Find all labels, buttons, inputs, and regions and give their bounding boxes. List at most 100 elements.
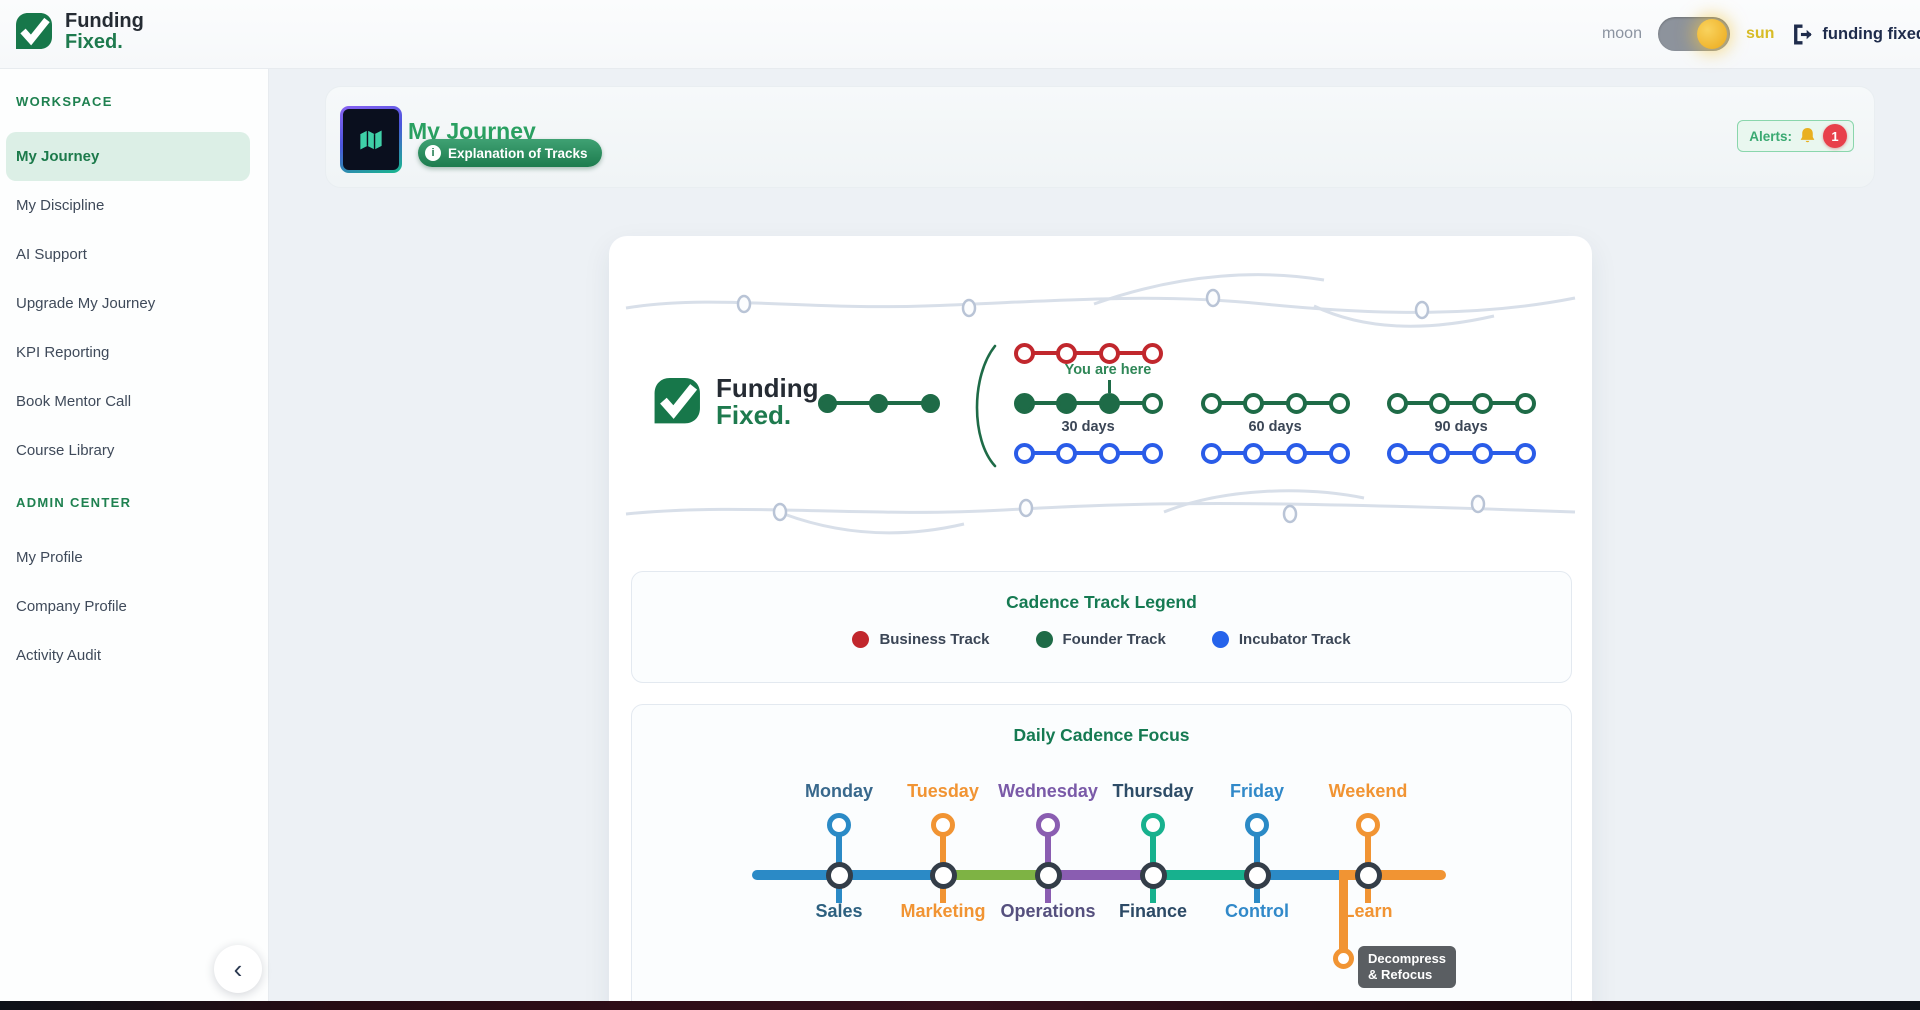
map-logo-text: Funding Fixed. <box>716 375 819 429</box>
sidebar-item-company-profile[interactable]: Company Profile <box>6 582 250 631</box>
daily-title: Daily Cadence Focus <box>1013 725 1190 745</box>
daily-cadence-focus: Daily Cadence Focus Decompress & Refocus… <box>631 704 1572 1001</box>
legend-item-incubator-track: Incubator Track <box>1211 630 1351 648</box>
topbar-actions: moon sun funding fixed <box>1602 0 1920 68</box>
logo-line1: Funding <box>65 10 144 32</box>
decorative-lines-top <box>625 273 1576 328</box>
track-node-founder <box>1285 392 1307 414</box>
legend-title: Cadence Track Legend <box>1006 592 1197 612</box>
track-line-founder <box>1211 400 1340 406</box>
sidebar-item-activity-audit[interactable]: Activity Audit <box>6 631 250 680</box>
page-icon-tile-inner <box>343 109 399 170</box>
cadence-stem-top <box>1365 834 1371 875</box>
you-are-here-label: You are here <box>1064 362 1152 378</box>
sidebar-item-book-mentor-call[interactable]: Book Mentor Call <box>6 377 250 426</box>
day-label-tuesday: Tuesday <box>907 781 979 801</box>
track-node-incubator <box>1471 442 1493 464</box>
cadence-node-ring <box>1243 861 1271 889</box>
alerts-box[interactable]: Alerts: 1 <box>1737 120 1854 152</box>
sidebar-item-my-profile[interactable]: My Profile <box>6 533 250 582</box>
track-node-founder <box>1243 392 1265 414</box>
track-node-founder <box>1328 392 1350 414</box>
logo-line2: Fixed. <box>65 31 123 53</box>
map-logo-line1: Funding <box>716 373 819 403</box>
progress-dot <box>817 393 837 413</box>
day-label-thursday: Thursday <box>1112 781 1194 801</box>
track-node-business <box>1013 342 1035 364</box>
track-node-incubator <box>1013 442 1035 464</box>
sidebar-item-my-journey[interactable]: My Journey <box>6 132 250 181</box>
track-node-incubator <box>1200 442 1222 464</box>
cadence-stem-bottom <box>1045 875 1051 903</box>
legend-item-label: Incubator Track <box>1238 630 1351 648</box>
track-node-business <box>1141 342 1163 364</box>
sidebar-item-label: My Journey <box>16 148 100 165</box>
info-icon: i <box>425 145 441 161</box>
theme-sun-label: sun <box>1745 25 1775 42</box>
focus-label-control: Control <box>1225 901 1289 921</box>
sidebar-item-upgrade-my-journey[interactable]: Upgrade My Journey <box>6 279 250 328</box>
alerts-label: Alerts: <box>1749 128 1792 144</box>
sidebar-item-course-library[interactable]: Course Library <box>6 426 250 475</box>
logout-icon <box>1794 24 1813 44</box>
logout-button[interactable]: funding fixed <box>1790 22 1920 47</box>
page-header-card: My Journey i Explanation of Tracks Alert… <box>325 86 1875 188</box>
theme-toggle-knob[interactable] <box>1696 19 1727 49</box>
account-label: funding fixed <box>1822 24 1920 43</box>
cadence-top-circle <box>1036 813 1060 837</box>
badge-label: Explanation of Tracks <box>448 145 588 161</box>
cadence-stem-top <box>940 834 946 875</box>
day-label-weekend: Weekend <box>1328 781 1408 801</box>
cadence-line-segment <box>943 870 1048 880</box>
sidebar-item-label: Activity Audit <box>16 647 102 664</box>
sidebar-item-label: Upgrade My Journey <box>16 295 156 312</box>
sidebar-item-ai-support[interactable]: AI Support <box>6 230 250 279</box>
map-logo: Funding Fixed. <box>647 373 819 431</box>
progress-dot <box>869 393 888 413</box>
track-node-founder <box>1429 392 1451 414</box>
decompress-node <box>1333 947 1354 969</box>
decompress-tooltip: Decompress & Refocus <box>1358 946 1457 988</box>
sidebar-item-my-discipline[interactable]: My Discipline <box>6 181 250 230</box>
track-node-founder <box>1056 392 1078 414</box>
weekend-branch-line <box>1339 873 1348 958</box>
sidebar-item-label: Company Profile <box>16 598 127 615</box>
track-node-founder <box>1386 392 1408 414</box>
app-logo: Funding Fixed. <box>10 9 144 55</box>
sidebar-item-label: Book Mentor Call <box>16 393 132 410</box>
track-node-founder <box>1098 392 1120 414</box>
chevron-left-icon: ‹ <box>233 954 243 984</box>
theme-moon-label: moon <box>1601 25 1642 42</box>
track-node-incubator <box>1056 442 1078 464</box>
explanation-of-tracks-button[interactable]: i Explanation of Tracks <box>418 139 602 167</box>
app-logo-text: Funding Fixed. <box>65 11 144 53</box>
sidebar-collapse-button[interactable]: ‹ <box>214 945 262 993</box>
logo-check-icon <box>654 378 700 424</box>
map-icon <box>360 130 382 149</box>
cadence-node-ring <box>1139 861 1167 889</box>
sidebar-item-kpi-reporting[interactable]: KPI Reporting <box>6 328 250 377</box>
theme-toggle[interactable] <box>1657 17 1730 51</box>
focus-label-operations: Operations <box>1000 901 1096 921</box>
cadence-top-circle <box>931 813 955 837</box>
track-node-founder <box>1514 392 1536 414</box>
track-line-founder <box>1024 400 1153 406</box>
legend-item-business-track: Business Track <box>852 630 990 648</box>
track-node-founder <box>1200 392 1222 414</box>
alert-count-badge: 1 <box>1823 124 1847 148</box>
sidebar-item-label: Course Library <box>16 442 115 459</box>
track-line-business <box>1024 350 1153 356</box>
track-node-incubator <box>1328 442 1350 464</box>
cadence-stem-bottom <box>836 875 842 903</box>
track-group-label: 60 days <box>1248 419 1302 435</box>
cadence-line-segment <box>1257 870 1339 880</box>
legend-item-label: Business Track <box>879 630 990 648</box>
day-label-monday: Monday <box>804 781 873 801</box>
bell-icon <box>1800 127 1815 142</box>
cadence-top-circle <box>1141 813 1165 837</box>
map-logo-line2: Fixed. <box>716 400 792 430</box>
cadence-stem-bottom <box>1254 875 1260 903</box>
tooltip-line2: & Refocus <box>1368 967 1433 982</box>
